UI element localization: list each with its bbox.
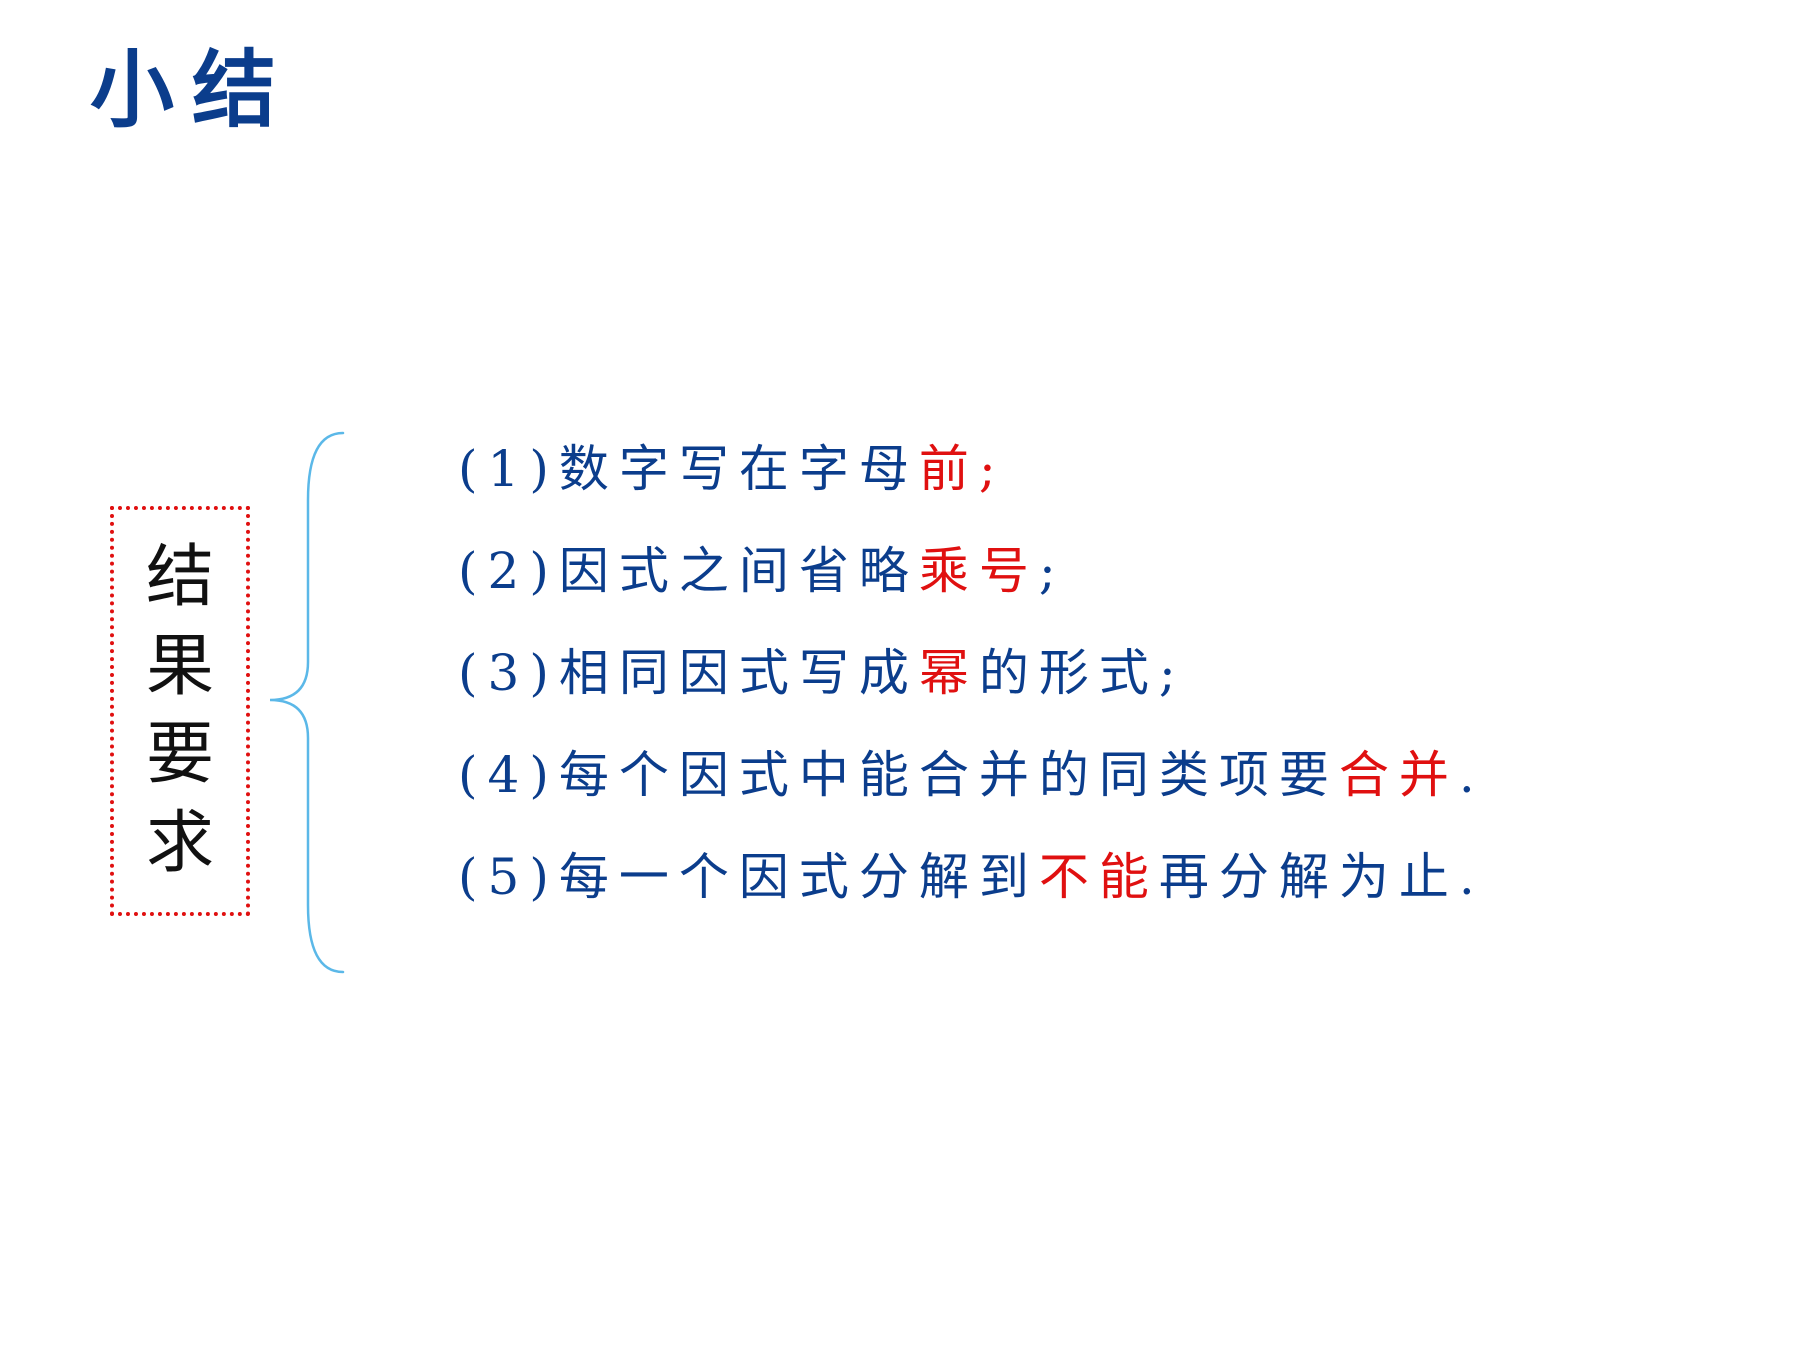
list-item: (3)相同因式写成幂的形式;: [458, 622, 1485, 724]
item-text: (5)每一个因式分解到: [458, 848, 1039, 906]
item-highlight: 乘号: [918, 542, 1039, 600]
requirements-list: (1)数字写在字母前; (2)因式之间省略乘号; (3)相同因式写成幂的形式; …: [458, 418, 1485, 928]
item-text: (4)每个因式中能合并的同类项要: [458, 746, 1339, 804]
item-highlight: 前;: [918, 440, 1006, 498]
list-item: (5)每一个因式分解到不能再分解为止.: [458, 826, 1485, 928]
item-text-tail: .: [1458, 746, 1485, 804]
label-char: 果: [145, 626, 214, 706]
label-char: 要: [145, 715, 214, 795]
list-item: (2)因式之间省略乘号;: [458, 520, 1485, 622]
list-item: (1)数字写在字母前;: [458, 418, 1485, 520]
label-char: 结: [145, 538, 214, 618]
item-text-tail: ;: [1038, 542, 1066, 600]
item-text-tail: 再分解为止.: [1158, 848, 1485, 906]
slide-title: 小结: [90, 41, 295, 139]
curly-brace: [269, 431, 345, 974]
curly-brace-path: [269, 431, 345, 974]
item-text: (2)因式之间省略: [458, 542, 919, 600]
label-char: 求: [145, 803, 214, 883]
item-highlight: 不能: [1038, 848, 1159, 906]
item-highlight: 合并: [1338, 746, 1459, 804]
item-text: (1)数字写在字母: [458, 440, 919, 498]
item-text: (3)相同因式写成: [458, 644, 919, 702]
item-highlight: 幂: [918, 644, 979, 702]
item-text-tail: 的形式;: [978, 644, 1186, 702]
result-requirements-box: 结 果 要 求: [110, 506, 250, 916]
list-item: (4)每个因式中能合并的同类项要合并.: [458, 724, 1485, 826]
